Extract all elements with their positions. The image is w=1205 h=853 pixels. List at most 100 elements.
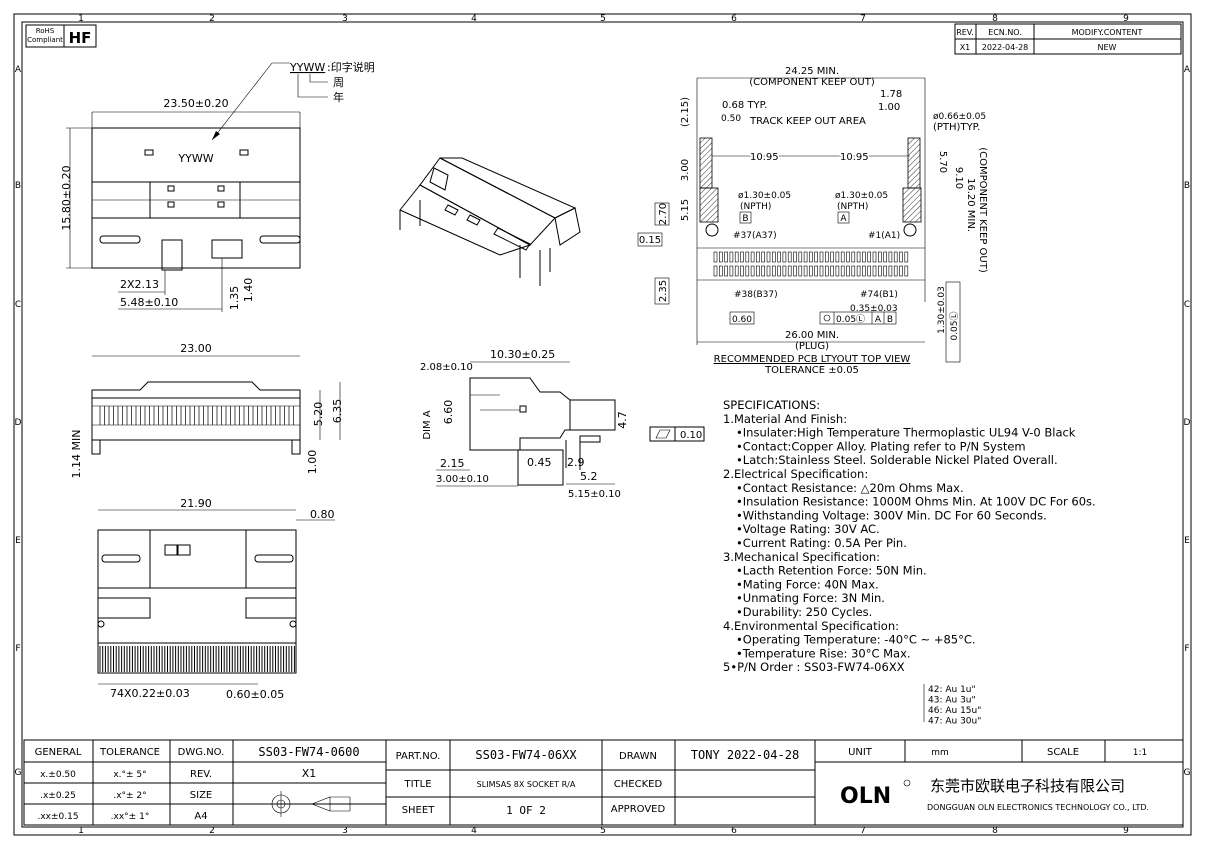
pcb-keepout-w: 24.25 MIN. bbox=[785, 66, 839, 77]
pcb-ref-b: B bbox=[887, 315, 893, 325]
pcb-npth-b: ø1.30±0.05 bbox=[738, 191, 791, 201]
modify-value: NEW bbox=[1098, 43, 1117, 52]
spec-line: •Lacth Retention Force: 50N Min. bbox=[736, 564, 927, 578]
pcb-d035: 0.35±0.03 bbox=[850, 304, 898, 314]
pcb-pad bbox=[766, 251, 771, 263]
pcb-pad bbox=[809, 251, 813, 263]
spec-line: 3.Mechanical Specification: bbox=[723, 550, 880, 564]
pcb-pad bbox=[830, 265, 834, 277]
row-marker: E bbox=[1184, 536, 1190, 546]
spec-line: •Current Rating: 0.5A Per Pin. bbox=[736, 536, 907, 550]
pcb-pad bbox=[824, 265, 829, 277]
tb-tol-a-2: .xx±0.15 bbox=[37, 812, 78, 822]
pcb-pad bbox=[893, 251, 898, 263]
pcb-pad bbox=[734, 265, 739, 277]
dim-side-52: 5.2 bbox=[580, 470, 598, 483]
column-marker: 1 bbox=[78, 14, 84, 24]
column-marker: 3 bbox=[342, 14, 348, 24]
top-view: YYWW 23.50±0.20 15.80±0.20 2X2.13 5.48±0… bbox=[60, 97, 301, 312]
pcb-npth-a: ø1.30±0.05 bbox=[835, 191, 888, 201]
pcb-pad bbox=[877, 251, 882, 263]
rohs-label: RoHS bbox=[36, 27, 55, 35]
row-marker: C bbox=[15, 300, 21, 310]
column-marker: 5 bbox=[600, 826, 606, 836]
dim-bottom-pitch: 74X0.22±0.03 bbox=[110, 687, 190, 700]
pcb-pad bbox=[750, 251, 755, 263]
pcb-plug: 26.00 MIN. bbox=[785, 330, 839, 341]
tb-approved-label: APPROVED bbox=[611, 804, 666, 815]
tb-partno-label: PART.NO. bbox=[396, 751, 441, 762]
pcb-pad bbox=[724, 265, 728, 277]
ecn-header: ECN.NO. bbox=[988, 28, 1022, 37]
row-marker: A bbox=[15, 65, 22, 75]
spec-line: 4.Environmental Specification: bbox=[723, 619, 899, 633]
pcb-pin1: #1(A1) bbox=[868, 231, 900, 241]
column-marker: 4 bbox=[471, 14, 477, 24]
marking-code: YYWW bbox=[289, 61, 325, 74]
pcb-pad bbox=[824, 251, 829, 263]
modify-header: MODIFY.CONTENT bbox=[1072, 28, 1143, 37]
pcb-pad bbox=[793, 251, 797, 263]
pcb-d100: 1.00 bbox=[878, 102, 900, 113]
bottom-view: 21.90 0.80 74X0.22±0.03 0.60±0.05 bbox=[97, 497, 335, 701]
pcb-pad bbox=[867, 265, 872, 277]
pcb-pad bbox=[883, 251, 887, 263]
pcb-pad bbox=[899, 251, 903, 263]
column-marker: 6 bbox=[731, 826, 737, 836]
front-pins bbox=[99, 406, 294, 425]
row-marker: B bbox=[1184, 181, 1190, 191]
bottom-pins bbox=[99, 646, 295, 672]
tb-scale: 1:1 bbox=[1133, 748, 1147, 758]
dim-top-height: 15.80±0.20 bbox=[60, 165, 73, 230]
tb-dwg-no: SS03-FW74-0600 bbox=[258, 745, 359, 759]
column-marker: 2 bbox=[209, 826, 215, 836]
front-view: 23.00 5.20 6.35 1.14 MIN 1.00 bbox=[70, 342, 344, 478]
column-marker: 7 bbox=[860, 826, 866, 836]
pcb-pin37: #37(A37) bbox=[733, 231, 777, 241]
row-marker: G bbox=[15, 768, 22, 778]
marking-week: 周 bbox=[333, 76, 344, 89]
pcb-pad bbox=[761, 265, 766, 277]
dim-bottom-060: 0.60±0.05 bbox=[226, 688, 284, 701]
pcb-pad bbox=[819, 251, 824, 263]
dim-side-1030: 10.30±0.25 bbox=[490, 348, 555, 361]
pcb-keepout-w-note: (COMPONENT KEEP OUT) bbox=[749, 77, 875, 88]
pcb-pad bbox=[840, 251, 845, 263]
pcb-d570: 5.70 bbox=[937, 151, 948, 173]
dim-top-offset: 5.48±0.10 bbox=[120, 296, 178, 309]
plating-option: 47: Au 30u" bbox=[928, 717, 981, 727]
pcb-d215: (2.15) bbox=[680, 97, 691, 127]
column-marker: 9 bbox=[1123, 14, 1129, 24]
tb-drawn: TONY 2022-04-28 bbox=[691, 748, 799, 762]
dim-front-635: 6.35 bbox=[331, 399, 344, 424]
pcb-pad bbox=[718, 251, 723, 263]
tb-title: SLIMSAS 8X SOCKET R/A bbox=[477, 780, 576, 789]
pcb-pad bbox=[856, 265, 861, 277]
pcb-pad bbox=[862, 251, 866, 263]
tb-partno: SS03-FW74-06XX bbox=[475, 748, 577, 762]
isometric-view bbox=[399, 157, 581, 286]
pcb-datum-b: B bbox=[742, 214, 748, 224]
dim-bottom-width: 21.90 bbox=[180, 497, 212, 510]
pcb-pad bbox=[756, 251, 760, 263]
pcb-datum-a: A bbox=[840, 214, 847, 224]
marking-year: 年 bbox=[333, 90, 344, 104]
pcb-layout-view: 24.25 MIN. (COMPONENT KEEP OUT) 0.68 TYP… bbox=[637, 66, 988, 376]
pcb-d178: 1.78 bbox=[880, 89, 902, 100]
column-marker: 5 bbox=[600, 14, 606, 24]
tb-scale-label: SCALE bbox=[1047, 747, 1079, 758]
pcb-pos-tol: 0.05Ⓛ bbox=[836, 314, 865, 325]
spec-line: 5•P/N Order : SS03-FW74-06XX bbox=[723, 660, 905, 674]
pcb-pads bbox=[713, 251, 909, 277]
pcb-pad bbox=[888, 251, 893, 263]
pcb-pad bbox=[803, 251, 808, 263]
pcb-pad bbox=[787, 265, 792, 277]
spec-line: •Mating Force: 40N Max. bbox=[736, 577, 879, 591]
pcb-pad bbox=[835, 265, 840, 277]
marking-desc: :印字说明 bbox=[327, 60, 375, 74]
plating-list: 42: Au 1u"43: Au 3u"46: Au 15u"47: Au 30… bbox=[928, 685, 981, 727]
pcb-d015: 0.15 bbox=[639, 235, 661, 246]
dim-top-140: 1.40 bbox=[242, 278, 255, 303]
